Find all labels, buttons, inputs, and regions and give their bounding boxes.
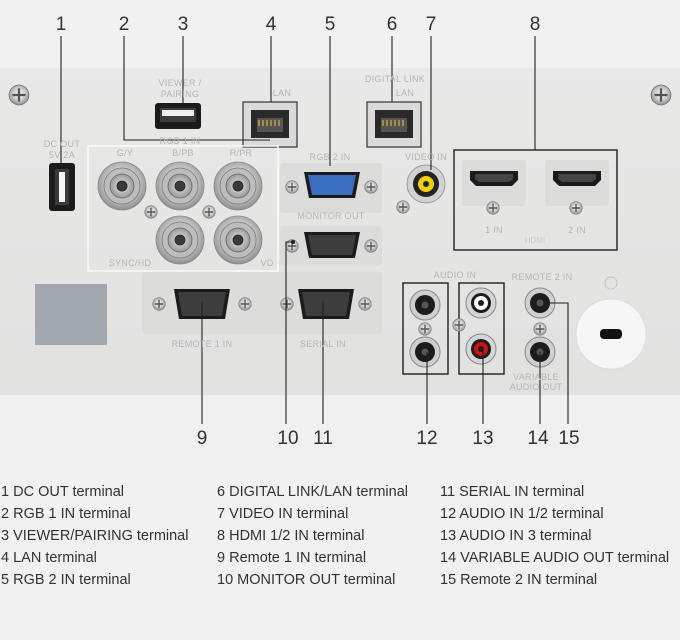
label-sync-hd: SYNC/HD — [108, 258, 152, 268]
legend-item-4: 4 LAN terminal — [1, 550, 97, 566]
legend-item-10: 10 MONITOR OUT terminal — [217, 572, 396, 588]
legend-column-1: 1 DC OUT terminal 2 RGB 1 IN terminal 3 … — [1, 481, 188, 591]
label-hdmi-2-in: 2 IN — [568, 225, 586, 235]
label-variable-1: VARIABLE — [513, 372, 559, 382]
callout-2: 2 — [118, 14, 130, 35]
bnc-connectors — [97, 161, 263, 265]
callout-11: 11 — [313, 428, 333, 449]
panel-screw-left — [8, 84, 30, 106]
monitor-out-terminal — [280, 226, 382, 266]
bnc-r-pr — [213, 161, 263, 211]
audio-in-3-terminal — [452, 282, 505, 375]
callout-leader-lines — [60, 36, 569, 424]
label-rgb2-in: RGB 2 IN — [309, 152, 351, 162]
rgb1-screw-2 — [202, 205, 216, 219]
remote2-in-terminal — [524, 287, 556, 319]
terminal-panel-diagram: HDMI — [0, 36, 680, 424]
callout-9: 9 — [196, 428, 208, 449]
callout-6: 6 — [386, 14, 398, 35]
panel-screw-right — [650, 84, 672, 106]
legend-item-2: 2 RGB 1 IN terminal — [1, 506, 131, 522]
label-viewer-pairing-2: PAIRING — [160, 89, 200, 99]
viewer-pairing-terminal — [155, 103, 201, 129]
label-digital-link: DIGITAL LINK — [364, 74, 426, 84]
label-remote-2-in: REMOTE 2 IN — [511, 272, 573, 282]
legend-item-14: 14 VARIABLE AUDIO OUT terminal — [440, 550, 670, 566]
legend-item-12: 12 AUDIO IN 1/2 terminal — [440, 506, 604, 522]
legend-item-11: 11 SERIAL IN terminal — [440, 484, 585, 500]
label-video-in: VIDEO IN — [405, 152, 447, 162]
legend-item-6: 6 DIGITAL LINK/LAN terminal — [217, 484, 408, 500]
legend-item-8: 8 HDMI 1/2 IN terminal — [217, 528, 365, 544]
bnc-b-pb — [155, 161, 205, 211]
callout-7: 7 — [425, 14, 437, 35]
label-dc-out: DC OUT — [43, 139, 81, 149]
legend-column-2: 6 DIGITAL LINK/LAN terminal 7 VIDEO IN t… — [217, 481, 408, 591]
label-rgb1-in: RGB 1 IN — [159, 136, 201, 146]
rgb1-in-terminal — [87, 145, 279, 272]
legend-item-7: 7 VIDEO IN terminal — [217, 506, 349, 522]
serial-in-terminal — [280, 289, 372, 319]
legend-item-5: 5 RGB 2 IN terminal — [1, 572, 131, 588]
video-in-terminal — [396, 164, 446, 214]
callout-4: 4 — [265, 14, 277, 35]
lock-icon — [604, 276, 618, 290]
callout-1: 1 — [55, 14, 67, 35]
security-slot — [575, 276, 647, 370]
callout-5: 5 — [324, 14, 336, 35]
label-serial-in: SERIAL IN — [300, 339, 346, 349]
label-lan: LAN — [272, 88, 292, 98]
audio-in-1-2-terminal — [402, 282, 449, 375]
callout-13: 13 — [472, 428, 494, 449]
callout-14: 14 — [527, 428, 549, 449]
label-patch — [35, 284, 107, 345]
svg-text:HDMI: HDMI — [525, 236, 545, 245]
legend-item-1: 1 DC OUT terminal — [1, 484, 125, 500]
dc-out-terminal — [49, 163, 75, 211]
label-g-y: G/Y — [116, 148, 134, 158]
callout-8: 8 — [529, 14, 541, 35]
label-monitor-out: MONITOR OUT — [297, 211, 365, 221]
bnc-vd — [213, 215, 263, 265]
hdmi-terminal: HDMI — [453, 149, 618, 251]
label-hdmi-1-in: 1 IN — [485, 225, 503, 235]
label-b-pb: B/PB — [172, 148, 194, 158]
label-audio-in: AUDIO IN — [433, 270, 477, 280]
callout-10: 10 — [277, 428, 299, 449]
legend-item-9: 9 Remote 1 IN terminal — [217, 550, 367, 566]
label-remote-1-in: REMOTE 1 IN — [171, 339, 233, 349]
label-variable-2: AUDIO OUT — [509, 382, 563, 392]
digital-link-lan-terminal — [366, 101, 422, 148]
legend-item-13: 13 AUDIO IN 3 terminal — [440, 528, 592, 544]
label-dc-out-spec: 5V 2A — [48, 150, 76, 160]
legend-column-3: 11 SERIAL IN terminal 12 AUDIO IN 1/2 te… — [440, 481, 669, 591]
bnc-sync-hd — [155, 215, 205, 265]
rgb1-screw-1 — [144, 205, 158, 219]
callout-15: 15 — [558, 428, 580, 449]
legend-item-3: 3 VIEWER/PAIRING terminal — [1, 528, 189, 544]
legend-item-15: 15 Remote 2 IN terminal — [440, 572, 598, 588]
callout-3: 3 — [177, 14, 189, 35]
callout-12: 12 — [416, 428, 438, 449]
rgb2-in-terminal — [280, 163, 382, 213]
bnc-g-y — [97, 161, 147, 211]
label-digital-link-lan: LAN — [395, 88, 415, 98]
label-r-pr: R/PR — [229, 148, 253, 158]
label-viewer-pairing-1: VIEWER / — [158, 78, 202, 88]
label-vd: VD — [260, 258, 274, 268]
